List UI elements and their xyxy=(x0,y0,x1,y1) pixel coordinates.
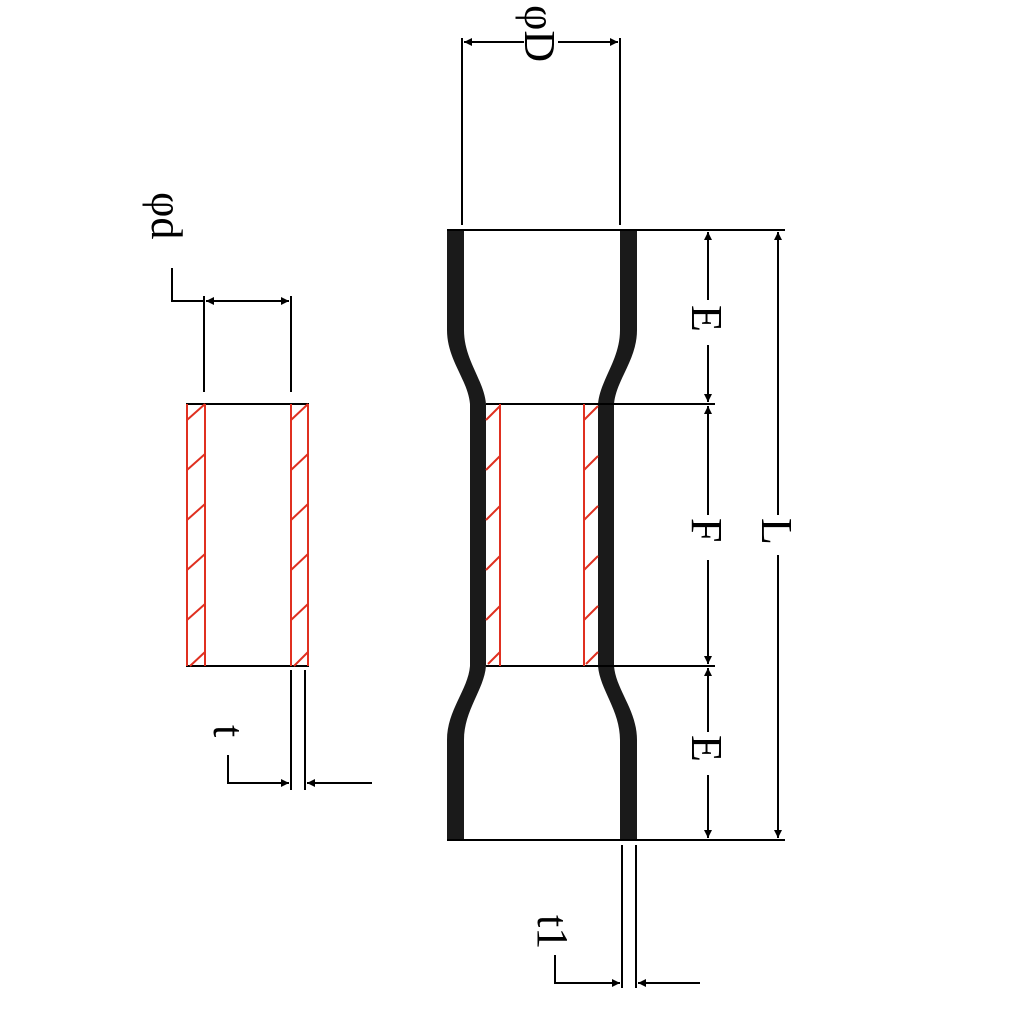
label-large-diameter: φD xyxy=(515,5,564,62)
label-sleeve-thickness: t1 xyxy=(528,915,577,949)
label-total-length: L xyxy=(752,518,801,545)
label-middle-length: F xyxy=(682,518,731,542)
dimension-d: φd xyxy=(142,192,292,392)
label-small-diameter: φd xyxy=(142,192,191,239)
label-wall-thickness: t xyxy=(204,725,253,737)
label-end-length-bottom: E xyxy=(682,735,731,762)
label-end-length-top: E xyxy=(682,305,731,332)
dimension-t: t xyxy=(204,670,372,790)
outer-sleeve xyxy=(447,229,715,841)
dimension-t1: t1 xyxy=(528,845,700,988)
hatch-right xyxy=(290,403,309,667)
hatch-left xyxy=(186,403,206,667)
dimension-D: φD xyxy=(461,5,621,225)
dimension-lengths: E F E L xyxy=(637,229,801,841)
inner-tube xyxy=(186,403,309,667)
